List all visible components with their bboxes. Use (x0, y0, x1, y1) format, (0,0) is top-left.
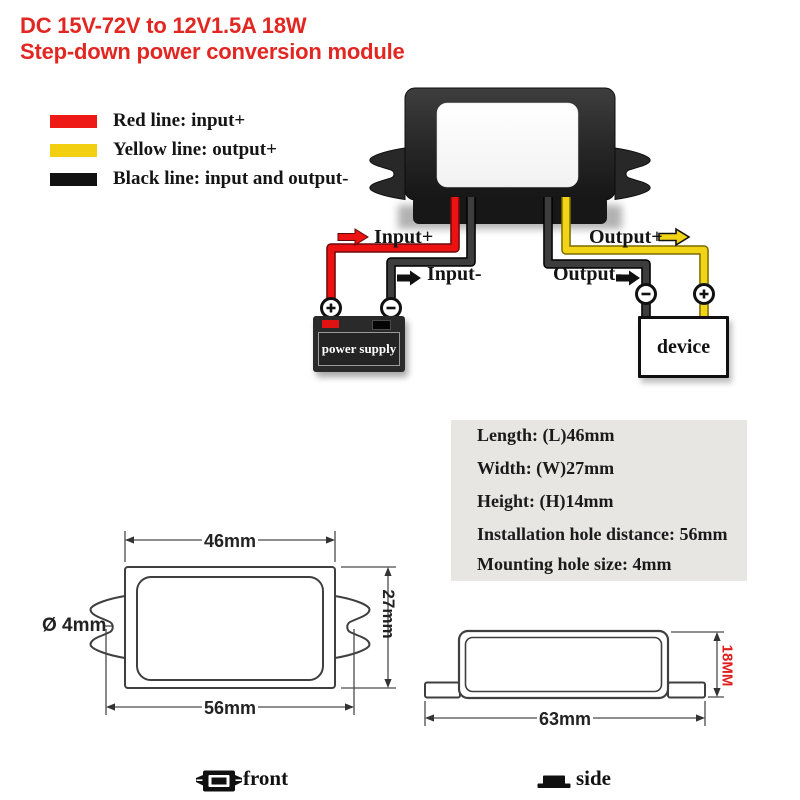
source-plus-terminal-icon (320, 297, 342, 319)
side-inner-outline (464, 636, 663, 693)
device-box: device (638, 316, 729, 378)
spec-height: Height: (H)14mm (477, 491, 614, 511)
page-title-line1: DC 15V-72V to 12V1.5A 18W (20, 13, 307, 38)
side-dim-lines (424, 631, 724, 726)
spec-hole-size: Mounting hole size: 4mm (477, 554, 672, 574)
side-view-caption: side (576, 766, 612, 790)
input-minus-wire (387, 197, 475, 318)
input-minus-label: Input- (427, 263, 482, 285)
spec-length: Length: (L)46mm (477, 425, 615, 445)
device-label: device (656, 335, 711, 358)
specs-panel: Length: (L)46mm Width: (W)27mm Height: (… (451, 420, 747, 581)
front-hole-distance-dim: 56mm (204, 698, 257, 719)
side-outline (457, 629, 670, 700)
side-right-flange (667, 681, 706, 699)
legend-label-yellow: Yellow line: output+ (113, 139, 277, 160)
page-title-line2: Step-down power conversion module (20, 39, 405, 64)
load-minus-terminal-icon (635, 283, 657, 305)
front-width-dim: 27mm (379, 589, 398, 639)
input-minus-arrow-icon (397, 270, 421, 286)
side-view-icon (537, 775, 571, 788)
side-length-dim: 63mm (539, 709, 592, 730)
input-plus-label: Input+ (374, 226, 434, 248)
load-plus-terminal-icon (693, 283, 715, 305)
front-hole-size-dim: Ø 4mm (42, 615, 107, 636)
power-supply-panel: power supply (318, 332, 400, 366)
legend-row-black: Black line: input and output- (50, 166, 348, 192)
output-plus-arrow-icon (658, 227, 691, 247)
source-minus-terminal-icon (380, 297, 402, 319)
front-right-tab (334, 595, 371, 659)
power-supply-box: power supply (313, 316, 405, 372)
spec-hole-distance: Installation hole distance: 56mm (477, 524, 728, 544)
module-right-ear (614, 147, 651, 201)
module-label-area (436, 102, 579, 188)
output-minus-arrow-icon (616, 270, 640, 286)
terminals (320, 283, 715, 319)
power-supply-plus-mark (322, 320, 339, 328)
side-height-dim: 18MM (718, 644, 736, 687)
front-dim-lines (104, 531, 396, 715)
side-left-flange (424, 681, 461, 699)
yellow-line-swatch (50, 143, 97, 157)
front-view-drawing (89, 531, 396, 715)
input-plus-wire (327, 197, 459, 318)
black-line-swatch (50, 172, 97, 186)
power-supply-label: power supply (321, 341, 397, 356)
footer-icons (196, 770, 571, 792)
legend-row-red: Red line: input+ (50, 108, 245, 134)
output-plus-label: Output+ (589, 226, 663, 248)
front-outline (124, 566, 336, 689)
legend-label-red: Red line: input+ (113, 110, 246, 131)
front-dim-arrowheads (106, 536, 392, 711)
front-view-caption: front (243, 766, 289, 790)
spec-width: Width: (W)27mm (477, 458, 615, 478)
converter-module-photo (369, 87, 651, 229)
input-plus-arrow-icon (337, 228, 369, 246)
module-bottom (413, 196, 607, 224)
front-length-dim: 46mm (204, 531, 257, 552)
output-minus-label: Output- (553, 263, 622, 285)
side-view-drawing (424, 629, 724, 726)
front-left-tab (89, 595, 126, 659)
side-dim-arrowheads (425, 632, 721, 722)
module-left-ear (369, 147, 406, 201)
legend-row-yellow: Yellow line: output+ (50, 137, 277, 163)
legend-label-black: Black line: input and output- (113, 168, 349, 189)
front-view-icon (196, 770, 242, 792)
front-inner-outline (136, 576, 324, 681)
red-line-swatch (50, 114, 97, 128)
power-supply-minus-mark (372, 320, 391, 330)
flow-arrows (337, 227, 691, 286)
